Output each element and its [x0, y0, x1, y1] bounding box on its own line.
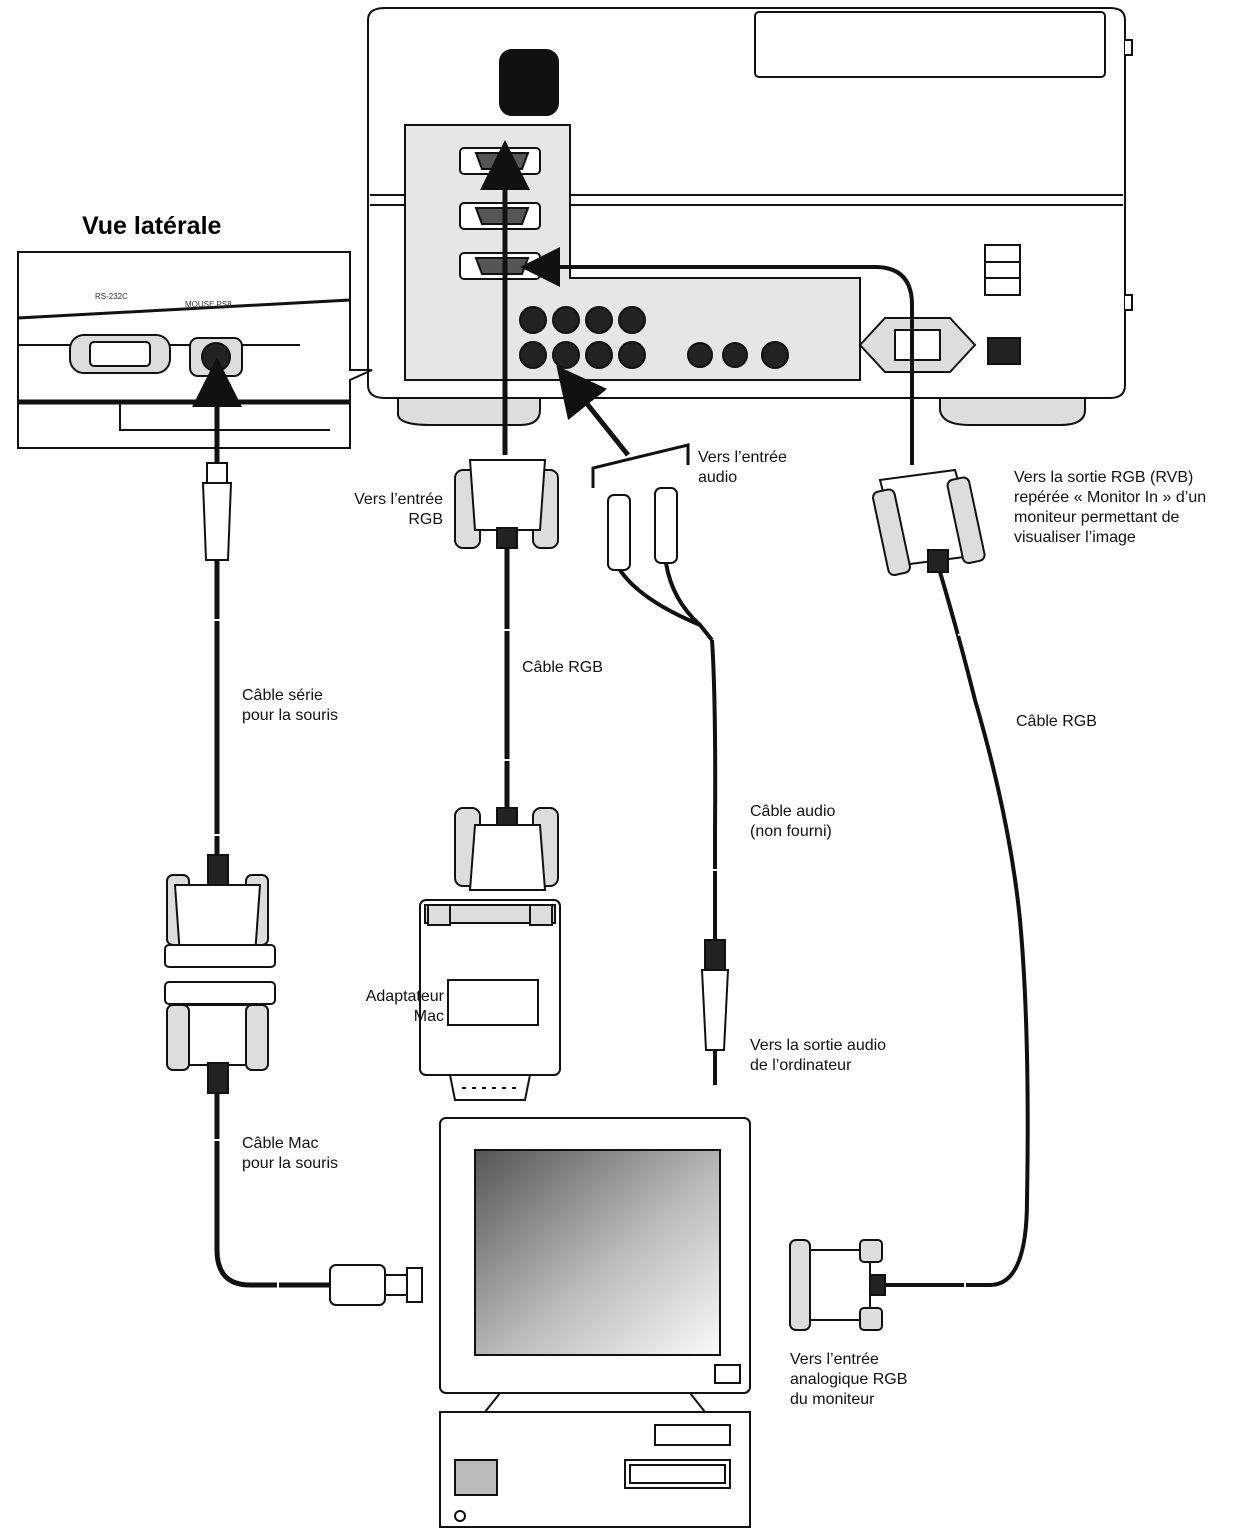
rs232c-port	[90, 342, 150, 366]
mouse-port-label: MOUSE PS8	[185, 300, 232, 309]
ventilation-grille	[985, 245, 1020, 295]
computer	[440, 1118, 750, 1527]
mac-mouse-plug	[330, 1265, 385, 1305]
label-rgb-cable-center: Câble RGB	[522, 659, 603, 676]
audio-cable	[556, 365, 728, 1085]
panel-dsub-port	[460, 148, 540, 279]
rs232c-port-label: RS-232C	[95, 292, 128, 301]
side-view-title: Vue latérale	[82, 212, 222, 240]
projector	[368, 8, 1132, 425]
rca-jacks	[520, 307, 788, 368]
mouse-serial-cable	[165, 357, 422, 1305]
power-switch	[988, 338, 1020, 364]
side-view-inset	[18, 252, 372, 448]
rgb-cable-center	[420, 140, 560, 1100]
monitor-screen	[475, 1150, 720, 1355]
label-rgb-cable-right: Câble RGB	[1016, 713, 1097, 730]
lens-window	[500, 50, 558, 115]
rgb-cable-right	[520, 247, 1028, 1330]
label-rgb-output: Vers la sortie RGB (RVB)repérée « Monito…	[1014, 469, 1207, 546]
label-audio-cable: Câble audio(non fourni)	[750, 803, 836, 840]
